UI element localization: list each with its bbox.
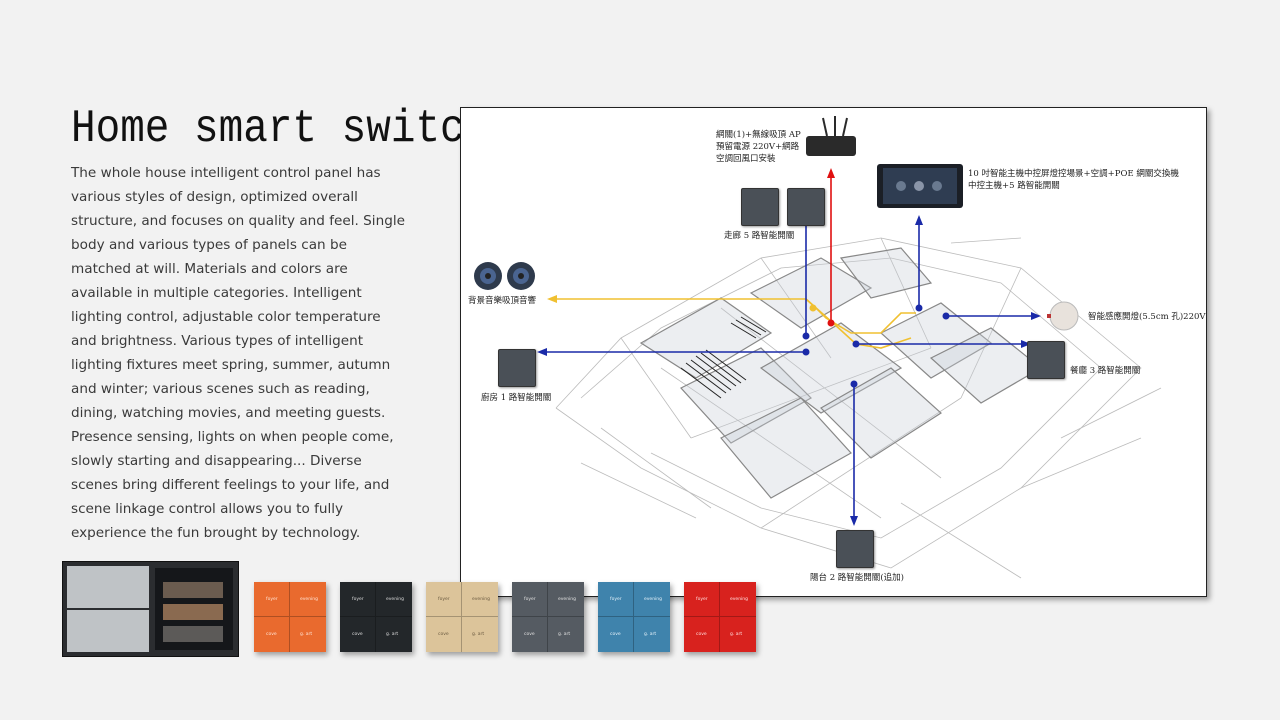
ceiling-speaker-icon	[474, 262, 535, 290]
swatch-key-label: foyer	[352, 597, 364, 602]
swatch-key-label: cove	[438, 632, 449, 637]
swatch-key-label: foyer	[266, 597, 278, 602]
swatch-key-label: cove	[352, 632, 363, 637]
swatch-key-label: foyer	[696, 597, 708, 602]
swatch-key-segment	[426, 582, 462, 617]
swatch-key-label: foyer	[610, 597, 622, 602]
swatch-key-segment	[462, 582, 498, 617]
swatch-key-segment	[598, 582, 634, 617]
smart-home-diagram: 網關(1)+無線吸頂 AP 預留電源 220V+網路 空調回風口安裝 10 吋智…	[460, 107, 1207, 597]
swatch-key-label: g. art	[730, 632, 743, 637]
slide-title: Home smart switch	[71, 104, 490, 156]
corridor-switch-panel-2	[787, 188, 825, 226]
swatch-key-segment	[254, 582, 290, 617]
swatch-key-segment	[376, 582, 412, 617]
balcony-switch-panel	[836, 530, 874, 568]
swatch-key-label: cove	[696, 632, 707, 637]
host-label: 10 吋智能主機中控屏燈控場景+空調+POE 網關交換機 中控主機+5 路智能開…	[968, 169, 1179, 191]
swatch-key-segment	[684, 617, 720, 652]
swatch-key-segment	[426, 617, 462, 652]
swatch-key-label: foyer	[524, 597, 536, 602]
swatch-key-label: g. art	[644, 632, 657, 637]
swatch-key-segment	[512, 582, 548, 617]
swatch-key-label: evening	[386, 597, 405, 602]
swatch-key-label: g. art	[472, 632, 485, 637]
kitchen-switch-label: 廚房 1 路智能開關	[481, 393, 552, 403]
swatch-champagne: foyer evening cove g. art	[426, 582, 498, 652]
corridor-switch-panel-1	[741, 188, 779, 226]
slide-body-text: The whole house intelligent control pane…	[71, 165, 405, 541]
central-host-screen-icon	[877, 164, 963, 208]
touch-keypad-product	[62, 561, 239, 657]
swatch-key-segment	[598, 617, 634, 652]
swatch-key-segment	[340, 582, 376, 617]
kitchen-switch-panel	[498, 349, 536, 387]
router-icon	[806, 116, 856, 156]
swatch-key-label: evening	[472, 597, 491, 602]
swatch-key-segment	[254, 617, 290, 652]
floorplan-sketch	[474, 116, 1162, 579]
dining-switch-panel	[1027, 341, 1065, 379]
swatch-red: foyer evening cove g. art	[684, 582, 756, 652]
swatch-key-segment	[720, 582, 756, 617]
swatch-key-label: cove	[610, 632, 621, 637]
music-speaker-label: 背景音樂吸頂音響	[468, 296, 537, 306]
swatch-key-label: evening	[300, 597, 319, 602]
swatch-grey: foyer evening cove g. art	[512, 582, 584, 652]
balcony-switch-label: 陽台 2 路智能開關(追加)	[810, 573, 904, 583]
sensor-light-label: 智能感應開燈(5.5cm 孔)220V	[1088, 312, 1206, 322]
swatch-key-label: g. art	[386, 632, 399, 637]
swatch-key-label: cove	[266, 632, 277, 637]
swatch-key-label: foyer	[438, 597, 450, 602]
swatch-key-label: g. art	[300, 632, 313, 637]
swatch-key-segment	[340, 617, 376, 652]
swatch-key-segment	[684, 582, 720, 617]
keypad-button-upper	[67, 566, 149, 608]
swatch-key-label: cove	[524, 632, 535, 637]
swatch-key-label: evening	[558, 597, 577, 602]
dining-switch-label: 餐廳 3 路智能開關	[1070, 366, 1141, 376]
swatch-key-segment	[634, 582, 670, 617]
swatch-orange: foyer evening cove g. art	[254, 582, 326, 652]
swatch-key-label: evening	[730, 597, 749, 602]
keypad-screen	[155, 568, 233, 650]
swatch-key-segment	[290, 582, 326, 617]
router-label: 網關(1)+無線吸頂 AP 預留電源 220V+網路 空調回風口安裝	[716, 130, 801, 164]
swatch-key-label: g. art	[558, 632, 571, 637]
swatch-blue: foyer evening cove g. art	[598, 582, 670, 652]
keypad-button-lower	[67, 610, 149, 652]
sensor-light-icon	[1047, 301, 1079, 331]
swatch-black: foyer evening cove g. art	[340, 582, 412, 652]
swatch-key-segment	[512, 617, 548, 652]
corridor-switch-label: 走廊 5 路智能開關	[724, 231, 795, 241]
swatch-key-segment	[548, 582, 584, 617]
swatch-key-label: evening	[644, 597, 663, 602]
